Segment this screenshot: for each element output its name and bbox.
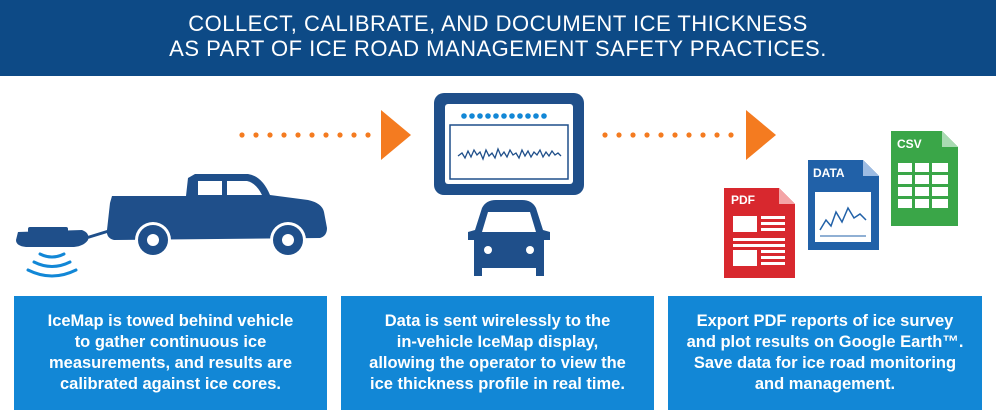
step-3-description: Export PDF reports of ice survey and plo…: [668, 296, 982, 410]
csv-label: CSV: [897, 137, 922, 151]
step-2-line-4: ice thickness profile in real time.: [370, 375, 625, 393]
step-2-line-3: allowing the operator to view the: [369, 354, 626, 372]
data-document-icon: DATA: [808, 160, 879, 250]
step-2-description: Data is sent wirelessly to the in-vehicl…: [341, 296, 654, 410]
step-1-line-2: to gather continuous ice: [74, 333, 267, 351]
pickup-truck-icon: [106, 174, 327, 258]
step-1-line-1: IceMap is towed behind vehicle: [47, 312, 294, 330]
step-3-line-1: Export PDF reports of ice survey: [696, 312, 954, 330]
workflow-illustration: PDF DATA CSV: [16, 93, 958, 278]
signal-waves-icon: [26, 252, 78, 278]
icemap-display-tablet-icon: [434, 93, 584, 195]
icemap-sled-icon: [16, 227, 113, 247]
step-3-line-4: and management.: [754, 375, 896, 393]
flow-arrow-1: [239, 110, 411, 160]
flow-arrow-2: [602, 110, 776, 160]
header-banner: COLLECT, CALIBRATE, AND DOCUMENT ICE THI…: [0, 0, 996, 76]
pdf-document-icon: PDF: [724, 188, 795, 278]
step-3-line-2: and plot results on Google Earth™.: [686, 333, 964, 351]
step-1-line-3: measurements, and results are: [48, 354, 292, 372]
step-1-description: IceMap is towed behind vehicle to gather…: [14, 296, 327, 410]
header-title-line-1: COLLECT, CALIBRATE, AND DOCUMENT ICE THI…: [188, 11, 808, 36]
step-3-line-3: Save data for ice road monitoring: [693, 354, 957, 372]
ice-profile-trace: [457, 147, 562, 161]
pdf-label: PDF: [731, 193, 755, 207]
data-label: DATA: [813, 166, 845, 180]
header-title-line-2: AS PART OF ICE ROAD MANAGEMENT SAFETY PR…: [169, 36, 827, 61]
csv-document-icon: CSV: [891, 131, 958, 226]
step-1-line-4: calibrated against ice cores.: [59, 375, 281, 393]
step-2-line-2: in-vehicle IceMap display,: [396, 333, 599, 351]
van-front-icon: [468, 200, 550, 276]
step-2-line-1: Data is sent wirelessly to the: [384, 312, 611, 330]
